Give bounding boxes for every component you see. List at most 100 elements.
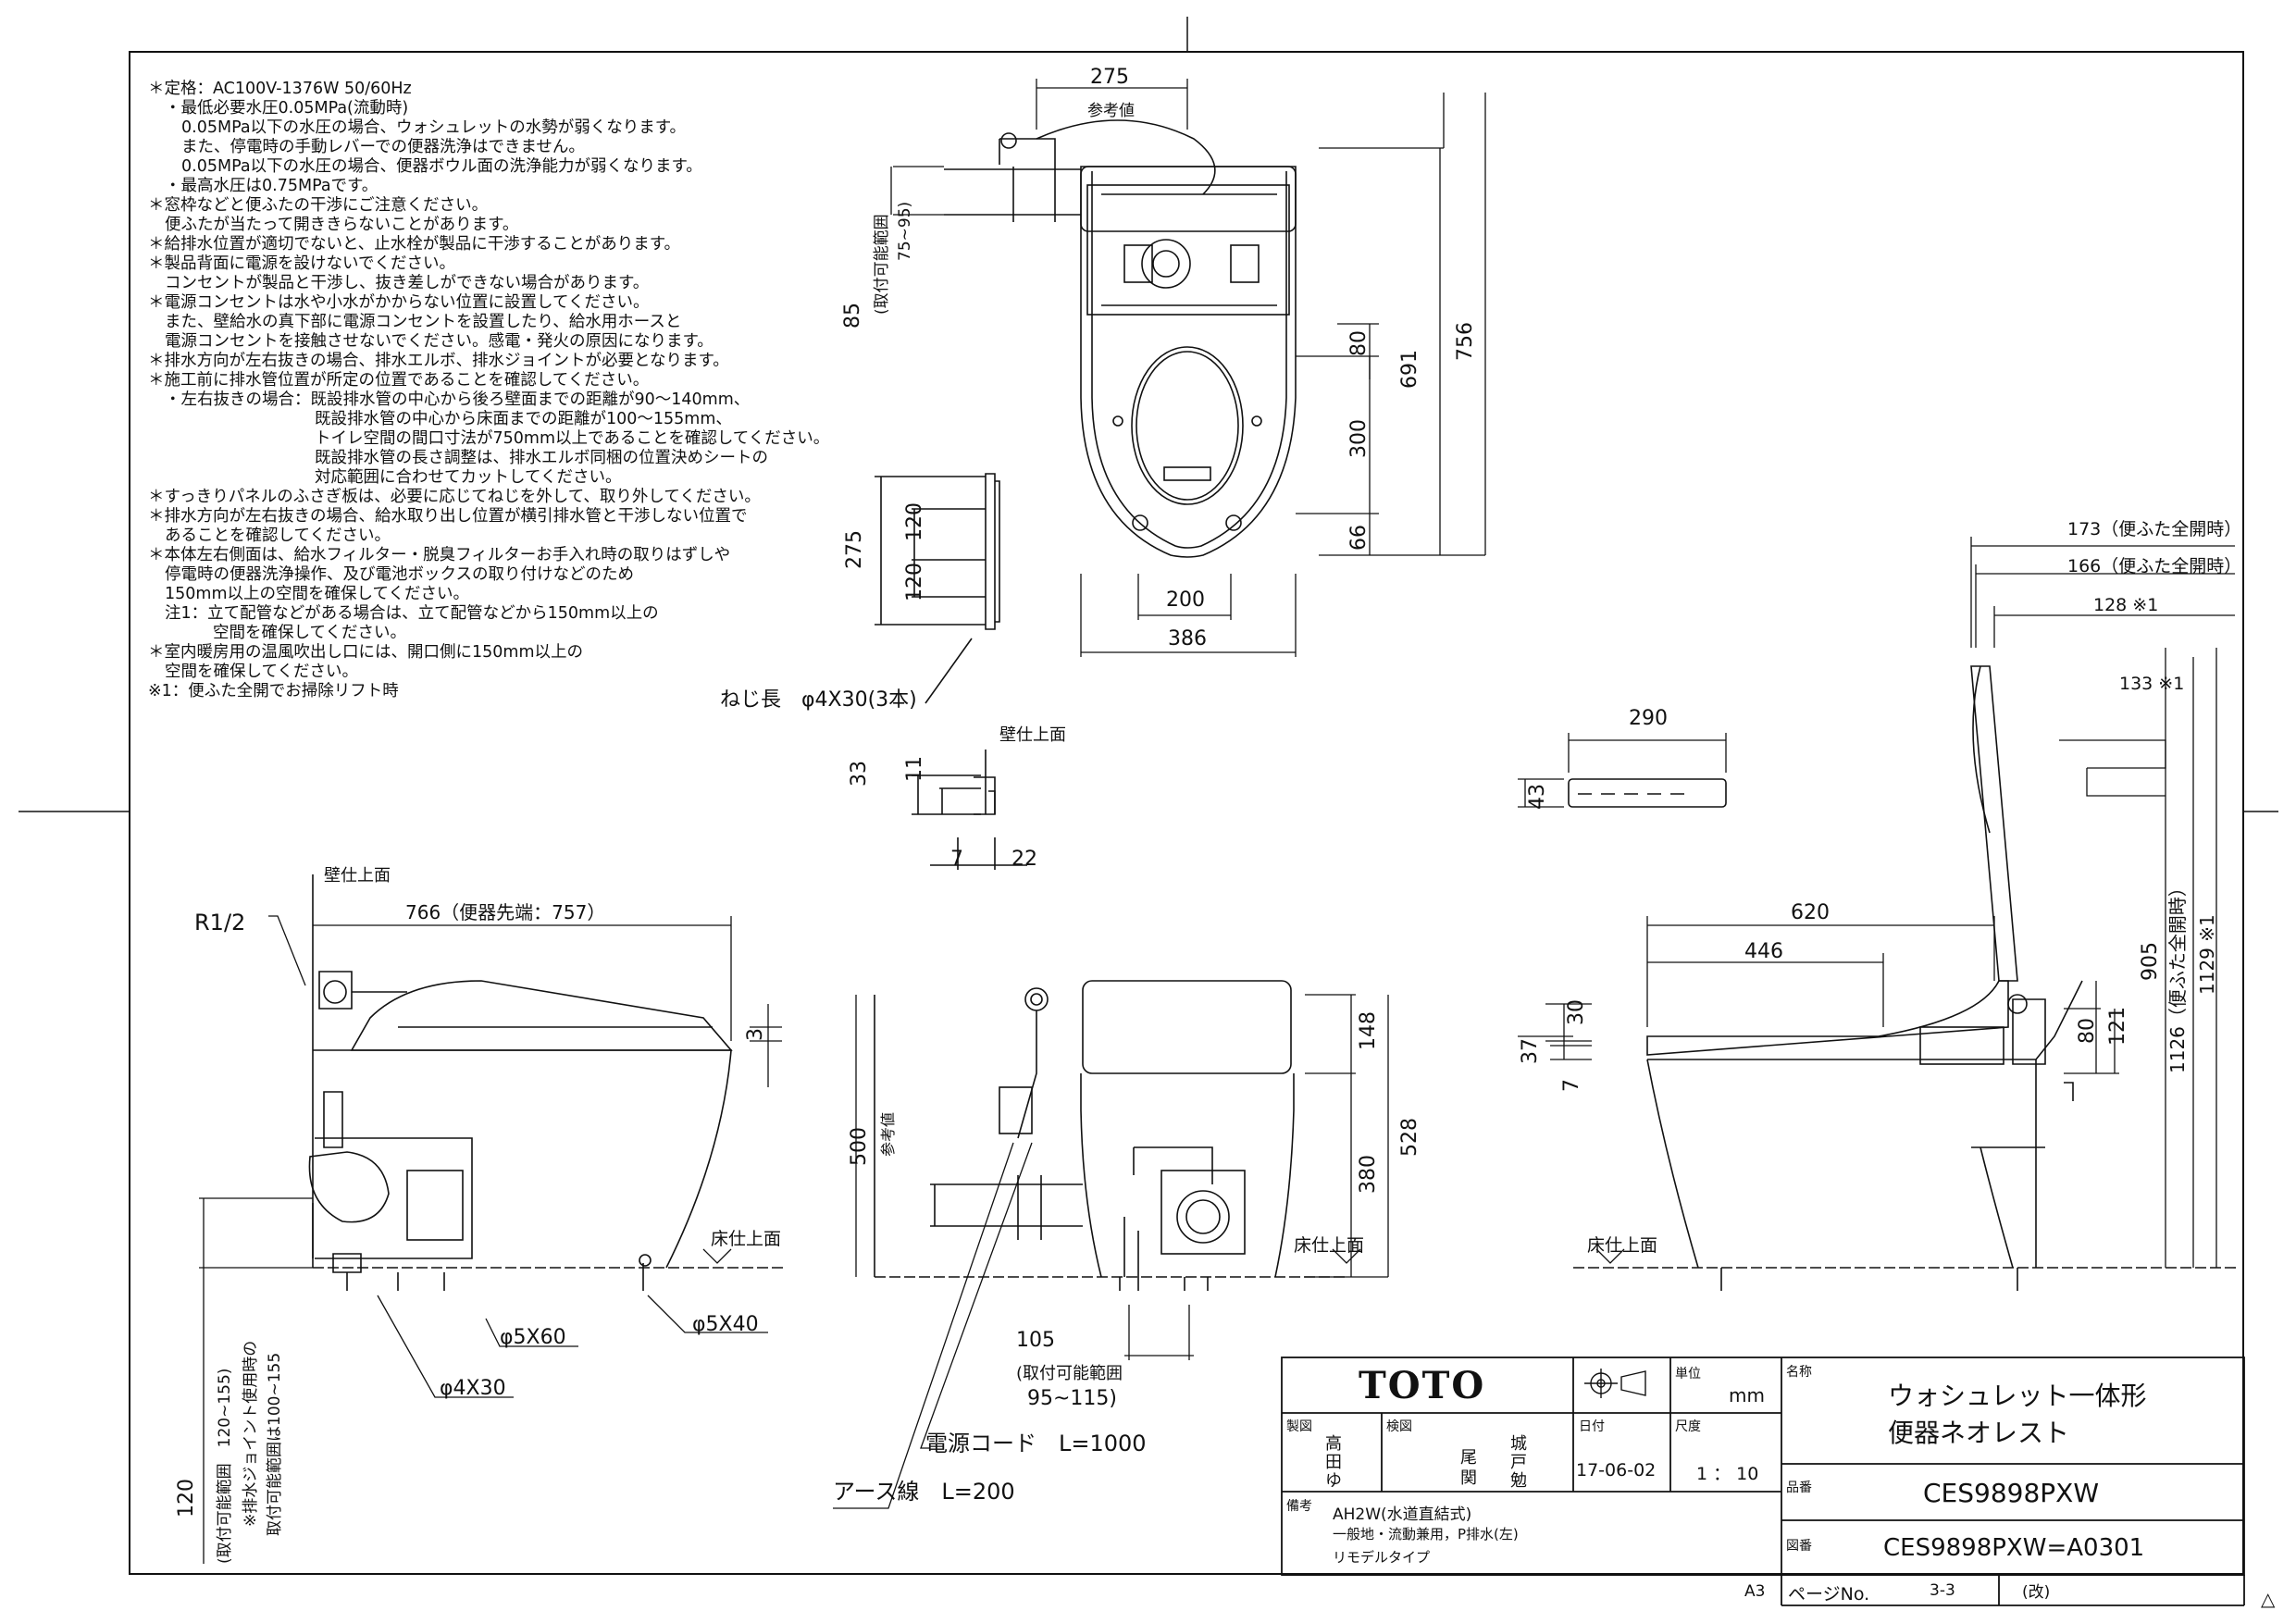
note-line: 既設排水管の長さ調整は、排水エルボ同梱の位置決めシートの <box>315 449 768 467</box>
dim-d128: 128 ※1 <box>2093 595 2158 615</box>
dim-d120-bottom: 120 <box>175 1479 198 1518</box>
page-label: ページNo. <box>1788 1584 1870 1604</box>
note-line: 便ふたが当たって開ききらないことがあります。 <box>165 216 519 234</box>
dim-phi5x40: φ5X40 <box>692 1313 759 1336</box>
dim-phi5x60: φ5X60 <box>500 1326 566 1349</box>
dim-wall-top: 壁仕上面 <box>999 725 1066 745</box>
dim-ref-value2: 参考値 <box>879 1112 897 1157</box>
dimension-labels: 275 参考値 691 756 80 300 66 200 386 85 (取付… <box>175 66 2241 1564</box>
dim-d766: 766（便器先端：757） <box>405 901 605 923</box>
note-line: ※1：便ふた全開でお掃除リフト時 <box>148 682 399 700</box>
product-name-line2: 便器ネオレスト <box>1888 1418 2070 1448</box>
note-line: 0.05MPa以下の水圧の場合、便器ボウル面の洗浄能力が弱くなります。 <box>181 157 702 176</box>
product-name-line1: ウォシュレット一体形 <box>1888 1381 2147 1411</box>
installation-notes: ＊定格：AC100V-1376W 50/60Hz ・最低必要水圧0.05MPa(… <box>148 80 870 701</box>
drawn-by-3: ゆ <box>1325 1471 1342 1491</box>
dim-d7b: 7 <box>1560 1079 1583 1092</box>
dim-d66: 66 <box>1347 525 1371 551</box>
revision-mark: △ <box>2261 1588 2276 1610</box>
note-line: 注1：立て配管などがある場合は、立て配管などから150mm以上の <box>165 604 659 623</box>
dim-d121: 121 <box>2106 1007 2129 1046</box>
checked-label: 検図 <box>1386 1419 1412 1434</box>
dim-d1129: 1129 ※1 <box>2196 914 2218 995</box>
dim-d380: 380 <box>1357 1155 1380 1194</box>
dim-d756: 756 <box>1454 322 1477 361</box>
dim-d691: 691 <box>1398 350 1421 389</box>
drawn-by-2: 田 <box>1325 1453 1342 1472</box>
note-line: ＊施工前に排水管位置が所定の位置であることを確認してください。 <box>148 371 650 390</box>
note-line: ・最低必要水圧0.05MPa(流動時) <box>165 99 409 118</box>
note-line: また、停電時の手動レバーでの便器洗浄はできません。 <box>181 138 585 156</box>
scale-label: 尺度 <box>1675 1419 1701 1434</box>
dim-d120b: 120 <box>903 563 926 601</box>
dim-screw: ねじ長 φ4X30(3本) <box>720 688 917 712</box>
dim-d30: 30 <box>1565 999 1588 1025</box>
name-label: 名称 <box>1786 1365 1812 1380</box>
note-line: 対応範囲に合わせてカットしてください。 <box>315 468 622 487</box>
date-label: 日付 <box>1579 1419 1605 1434</box>
dim-d105: 105 <box>1016 1329 1055 1352</box>
dim-d33: 33 <box>848 761 871 787</box>
unit-label: 単位 <box>1675 1367 1701 1381</box>
dim-range-95-115b: 95~115) <box>1027 1387 1117 1410</box>
note-line: 空間を確保してください。 <box>165 663 358 681</box>
drawing-frame <box>129 51 2244 1575</box>
dim-d166: 166（便ふた全開時） <box>2067 556 2241 576</box>
dim-d133: 133 ※1 <box>2119 674 2184 694</box>
page-number: 3-3 <box>1930 1581 1955 1600</box>
dim-d148: 148 <box>1357 1011 1380 1050</box>
note-line: トイレ空間の間口寸法が750mm以上であることを確認してください。 <box>315 429 830 448</box>
note-line: ＊すっきりパネルのふさぎ板は、必要に応じてねじを外して、取り外してください。 <box>148 488 761 506</box>
note-line: ＊本体左右側面は、給水フィルター・脱臭フィルターお手入れ時の取りはずしや <box>148 546 731 564</box>
note-line: ＊室内暖房用の温風吹出し口には、開口側に150mm以上の <box>148 643 583 662</box>
drawing-label: 図番 <box>1786 1539 1812 1554</box>
dim-d85: 85 <box>841 303 864 328</box>
drawing-number: CES9898PXW=A0301 <box>1883 1534 2145 1562</box>
dim-d7a: 7 <box>950 848 963 871</box>
dim-d80b: 80 <box>2076 1018 2099 1044</box>
checked-by-b2: 戸 <box>1510 1453 1527 1472</box>
dim-d200: 200 <box>1166 588 1205 612</box>
dim-d386: 386 <box>1168 627 1207 650</box>
dim-wall-top2: 壁仕上面 <box>324 866 391 886</box>
note-line: ＊電源コンセントは水や小水がかからない位置に設置してください。 <box>148 293 650 312</box>
title-block-frame <box>1281 1357 2245 1606</box>
dim-range-95-115a: (取付可能範囲 <box>1016 1364 1123 1383</box>
checked-by-b1: 城 <box>1510 1434 1527 1454</box>
note-line: ・左右抜きの場合：既設排水管の中心から後ろ壁面までの距離が90～140mm、 <box>165 390 751 409</box>
dim-d1126: 1126（便ふた全開時） <box>2166 878 2189 1073</box>
note-line: あることを確認してください。 <box>165 527 391 545</box>
checked-by-b3: 勉 <box>1510 1471 1527 1491</box>
remarks-label: 備考 <box>1286 1499 1312 1514</box>
remarks-line1: AH2W(水道直結式) <box>1333 1505 1472 1524</box>
note-line: ＊排水方向が左右抜きの場合、排水エルボ、排水ジョイントが必要となります。 <box>148 352 729 370</box>
dim-range-75-95: 75~95) <box>896 202 914 261</box>
dim-d446: 446 <box>1744 940 1783 963</box>
top-view <box>890 79 1486 657</box>
revision-label: (改) <box>2022 1583 2051 1602</box>
dim-d120a: 120 <box>903 502 926 541</box>
note-line: 電源コンセントを接触させないでください。感電・発火の原因になります。 <box>165 332 714 351</box>
dim-d80: 80 <box>1347 330 1371 356</box>
dim-d173: 173（便ふた全開時） <box>2067 519 2241 539</box>
dim-earth-wire: アース線 L=200 <box>833 1479 1015 1505</box>
note-line: ＊排水方向が左右抜きの場合、給水取り出し位置が横引排水管と干渉しない位置で <box>148 507 748 526</box>
remote-controller <box>1518 733 1727 808</box>
dim-d620: 620 <box>1791 901 1830 924</box>
dim-d905: 905 <box>2139 942 2162 981</box>
remote-bracket <box>875 473 1027 870</box>
note-line: 0.05MPa以下の水圧の場合、ウォシュレットの水勢が弱くなります。 <box>181 118 686 137</box>
projection-symbol-icon <box>1584 1369 1646 1398</box>
checked-by-a1: 尾 <box>1460 1448 1477 1468</box>
note-line: ・最高水圧は0.75MPaです。 <box>165 177 379 195</box>
dim-phi4x30: φ4X30 <box>440 1377 506 1400</box>
unit-value: mm <box>1729 1384 1765 1406</box>
dim-floor2: 床仕上面 <box>1294 1235 1364 1256</box>
note-line: 停電時の便器洗浄操作、及び電池ボックスの取り付けなどのため <box>165 565 634 584</box>
note-line: また、壁給水の真下部に電源コンセントを設置したり、給水用ホースと <box>165 313 682 331</box>
side-view-right <box>1518 537 2240 1291</box>
dim-d3: 3 <box>744 1028 767 1041</box>
note-line: ＊製品背面に電源を設けないでください。 <box>148 254 455 273</box>
side-view-left <box>199 874 787 1564</box>
